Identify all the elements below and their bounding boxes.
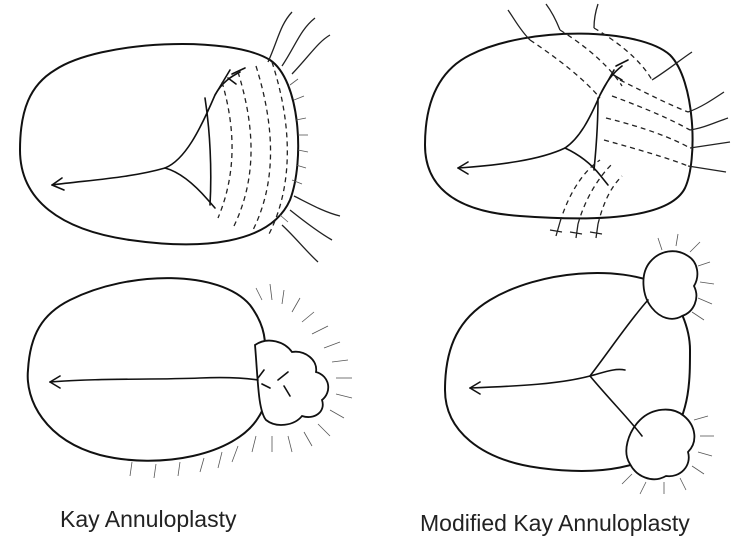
modified-kay-valve-before (425, 4, 730, 238)
modified-kay-valve-after (445, 234, 714, 494)
kay-valve-after (28, 278, 352, 478)
kay-valve-before (20, 12, 340, 262)
suture-ends-bottom (282, 196, 340, 262)
caption-kay-annuloplasty: Kay Annuloplasty (60, 506, 236, 533)
annulus-outline (425, 34, 693, 219)
caption-modified-kay-annuloplasty: Modified Kay Annuloplasty (420, 510, 690, 537)
suture-ends-bottom (550, 222, 602, 238)
annulus-outline (20, 44, 298, 244)
suture-ends-right (688, 92, 730, 172)
plicated-annulus-top (643, 251, 697, 319)
annulus-outline (28, 278, 268, 461)
suture-ends-top (268, 12, 330, 74)
plicated-annulus (255, 341, 328, 425)
